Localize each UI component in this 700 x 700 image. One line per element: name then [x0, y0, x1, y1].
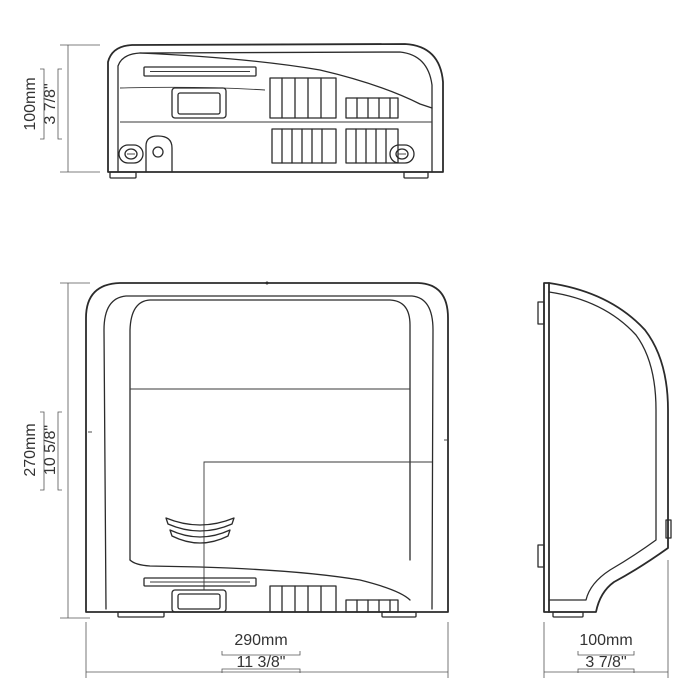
- side-view-inner-profile: [548, 291, 657, 601]
- front-height-dimension: 270mm 10 5/8": [22, 282, 90, 619]
- top-height-metric: 100mm: [22, 77, 39, 130]
- side-view: [537, 282, 672, 618]
- top-view-foot-right: [403, 171, 429, 179]
- top-view-inner-contour: [117, 51, 433, 173]
- top-view-cable-gland: [145, 135, 173, 173]
- side-view-bracket-top: [537, 301, 545, 325]
- top-view-slope: [139, 52, 433, 109]
- top-view-outline: [107, 43, 444, 173]
- front-width-dimension: 290mm 11 3/8": [85, 622, 449, 678]
- top-view: [107, 43, 444, 179]
- side-view-profile: [548, 282, 669, 613]
- front-view: [85, 281, 449, 618]
- top-height-dimension: 100mm 3 7/8": [22, 44, 100, 173]
- top-view-mount-right: [389, 144, 415, 164]
- side-depth-metric: 100mm: [579, 632, 632, 649]
- top-view-slot: [143, 66, 257, 77]
- side-depth-imperial: 3 7/8": [585, 654, 626, 671]
- front-view-outline: [85, 282, 449, 613]
- side-view-bracket-bottom: [537, 544, 545, 568]
- front-view-slot: [143, 577, 257, 587]
- top-view-foot-left: [109, 171, 137, 179]
- front-view-leader-line: [203, 461, 432, 590]
- front-view-vents: [269, 585, 399, 613]
- side-view-wall-plate: [543, 282, 550, 613]
- front-view-button: [171, 589, 227, 613]
- front-view-foot-left: [117, 611, 165, 618]
- side-depth-dimension: 100mm 3 7/8": [543, 560, 669, 678]
- front-height-imperial: 10 5/8": [42, 425, 59, 475]
- front-width-imperial: 11 3/8": [237, 654, 286, 671]
- top-view-lower-vents: [271, 128, 399, 164]
- front-height-metric: 270mm: [22, 423, 39, 476]
- top-view-upper-vents: [269, 77, 399, 119]
- front-view-chevrons: [165, 517, 235, 544]
- front-width-metric: 290mm: [234, 632, 287, 649]
- front-view-inner-contour: [103, 295, 434, 610]
- front-view-face-panel: [129, 299, 411, 561]
- top-height-imperial: 3 7/8": [42, 83, 59, 124]
- side-view-foot: [552, 611, 584, 618]
- front-view-foot-right: [381, 611, 417, 618]
- top-view-mount-left: [118, 144, 144, 164]
- top-view-button: [171, 87, 227, 119]
